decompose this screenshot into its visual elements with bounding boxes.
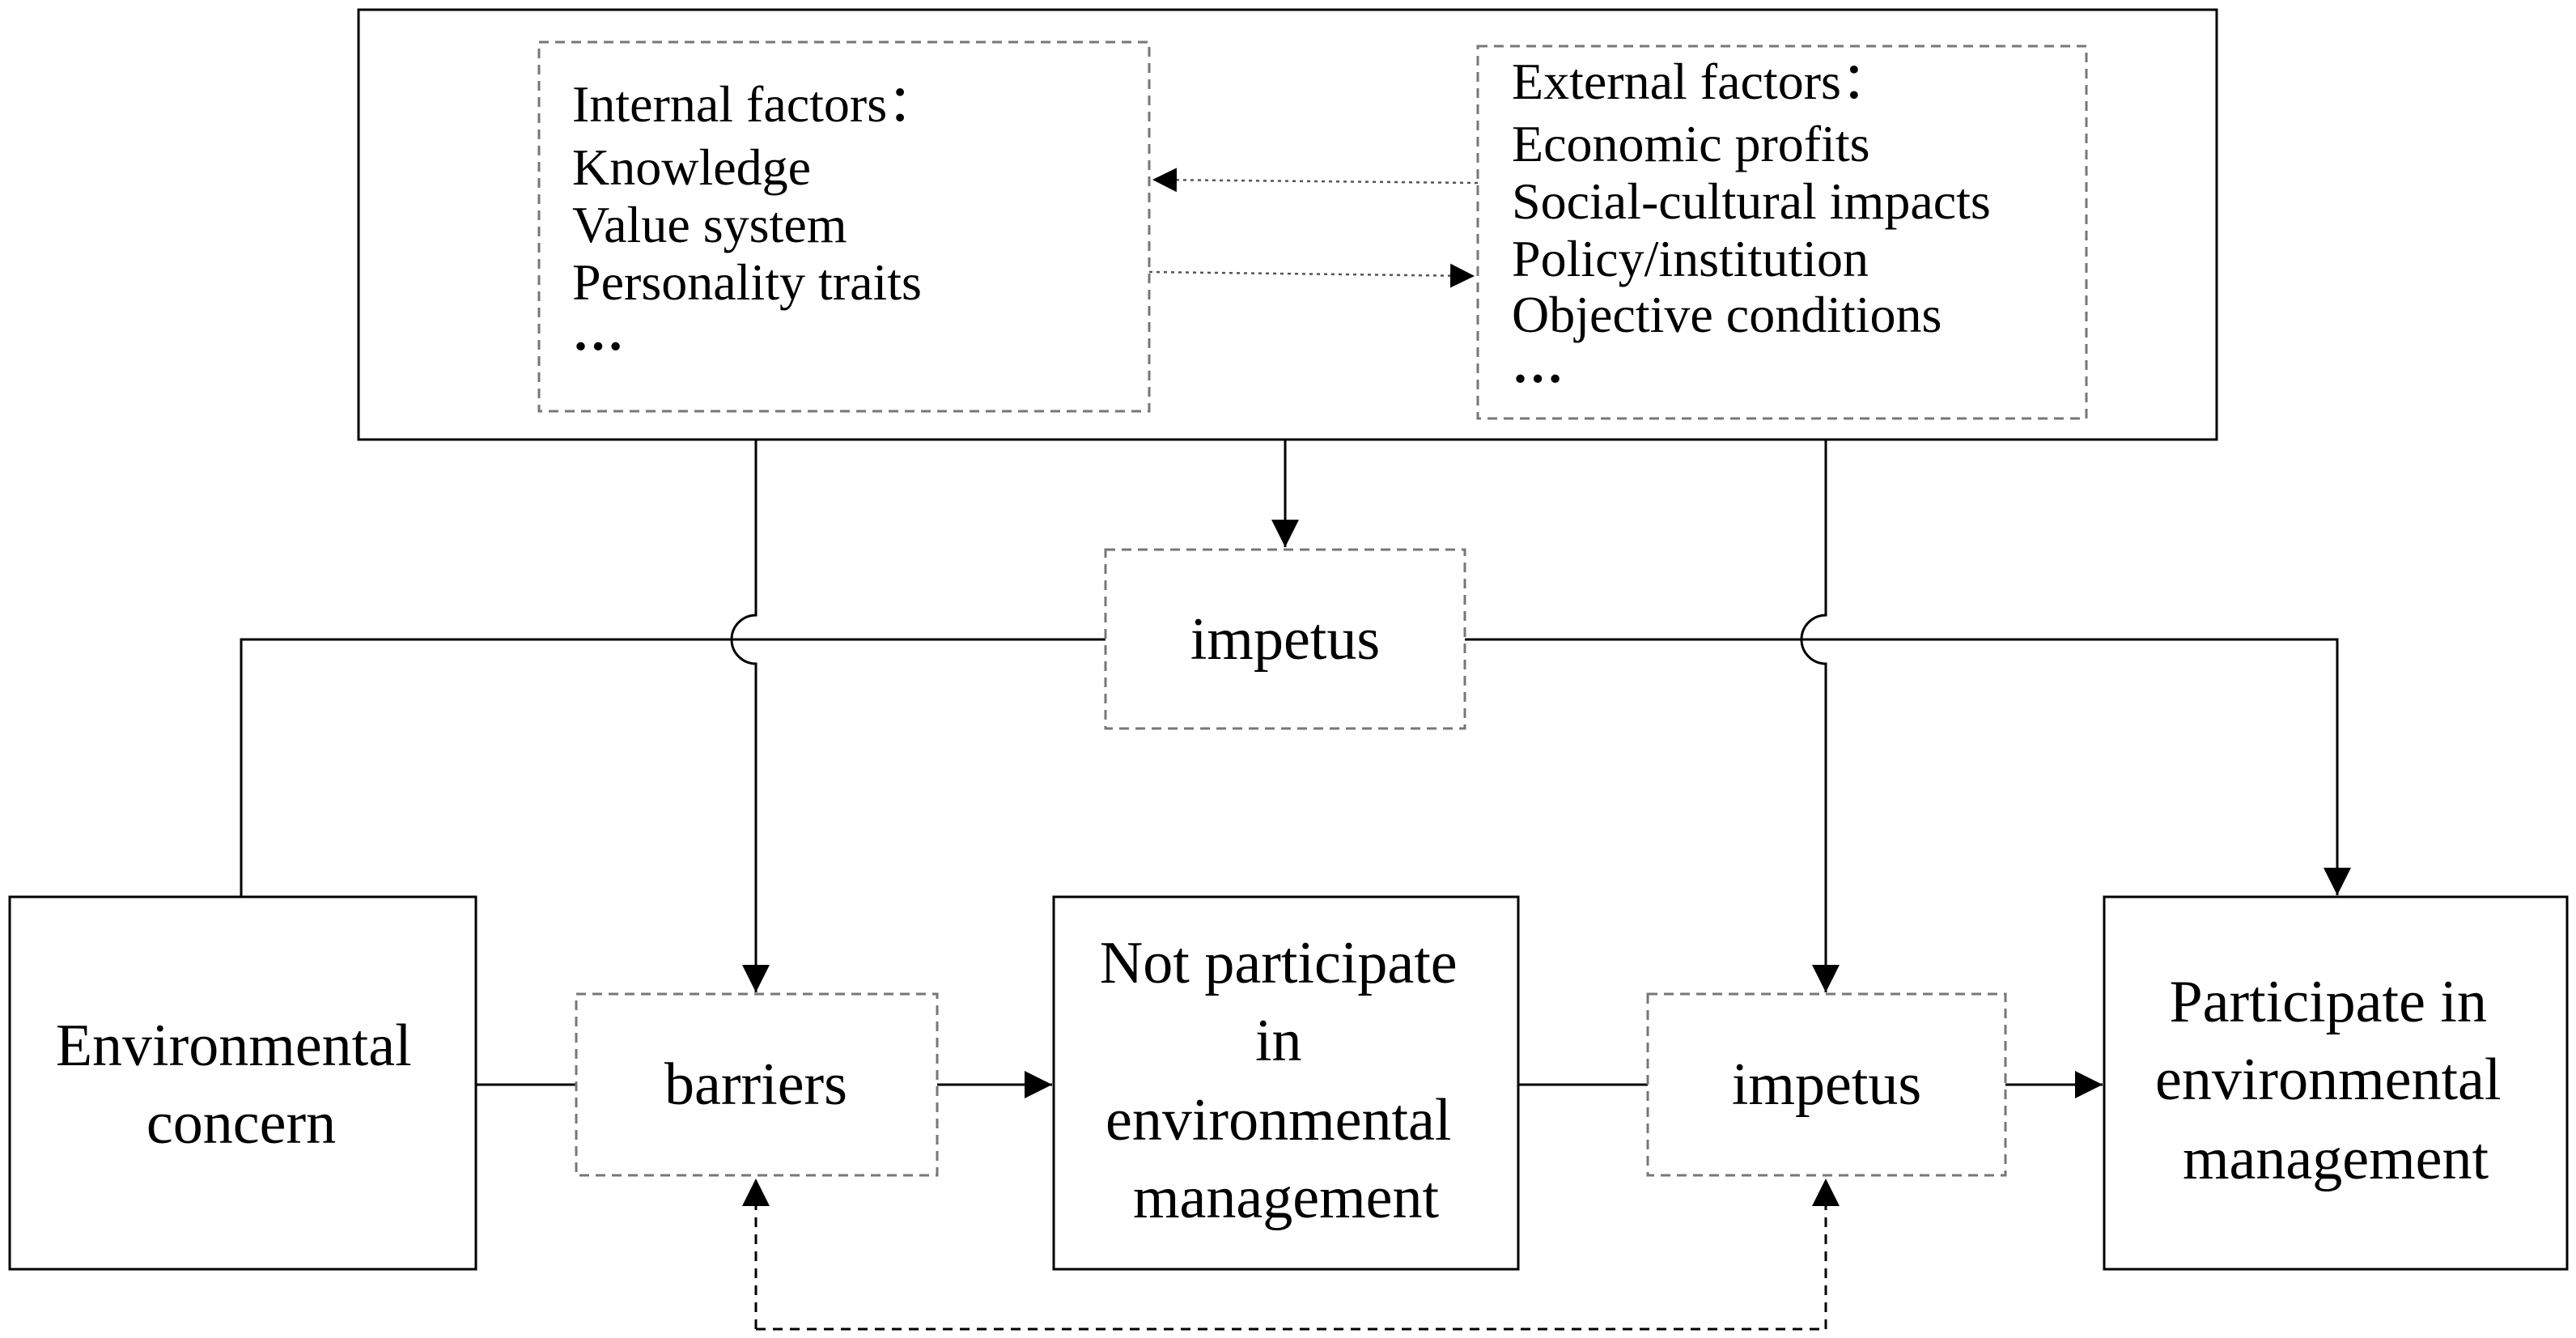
participate-box: [2103, 895, 2569, 1271]
environmental-concern-box: [8, 895, 477, 1271]
external-factors-box: [1476, 45, 2088, 420]
arrow-factors-to-bottom-impetus: [1800, 440, 1840, 992]
internal-factor-item: Value system: [572, 196, 847, 253]
arrow-top-impetus-to-participate: [1465, 638, 2351, 895]
not-participate-label: Not participate in environmental managem…: [1100, 930, 1472, 1231]
bottom-impetus-box: [1646, 992, 2007, 1177]
external-factors-title: External factors：: [1512, 53, 1893, 110]
arrow-factors-to-barriers: [730, 440, 770, 992]
external-factor-item: Economic profits: [1512, 115, 1870, 172]
internal-factor-item: Personality traits: [572, 253, 922, 311]
external-factor-item: Social-cultural impacts: [1512, 172, 1991, 230]
line-concern-to-top-impetus: [240, 638, 1106, 897]
internal-factor-item: …: [572, 304, 624, 361]
factors-container: [357, 8, 2218, 441]
top-impetus-label: impetus: [1190, 606, 1380, 673]
dotted-arrow-internal-to-external: [1148, 263, 1475, 288]
internal-factors-text: Internal factors： Knowledge Value system…: [572, 75, 952, 361]
barriers-box: [575, 992, 939, 1177]
external-factors-text: External factors： Economic profits Socia…: [1512, 53, 2004, 393]
participate-label: Participate in environmental management: [2155, 969, 2516, 1192]
internal-factor-item: Knowledge: [572, 138, 811, 196]
barriers-label: barriers: [664, 1051, 847, 1118]
environmental-concern-label: Environmental concern: [56, 1013, 427, 1157]
bottom-impetus-label: impetus: [1732, 1051, 1921, 1118]
internal-factors-title: Internal factors：: [572, 75, 939, 133]
top-impetus-box: [1104, 548, 1466, 730]
external-factor-item: Policy/institution: [1512, 230, 1869, 287]
external-factor-item: …: [1512, 336, 1564, 393]
external-factor-item: Objective conditions: [1512, 286, 1942, 343]
dotted-arrow-external-to-internal: [1152, 168, 1479, 193]
not-participate-box: [1052, 895, 1520, 1271]
internal-factors-box: [537, 40, 1151, 413]
